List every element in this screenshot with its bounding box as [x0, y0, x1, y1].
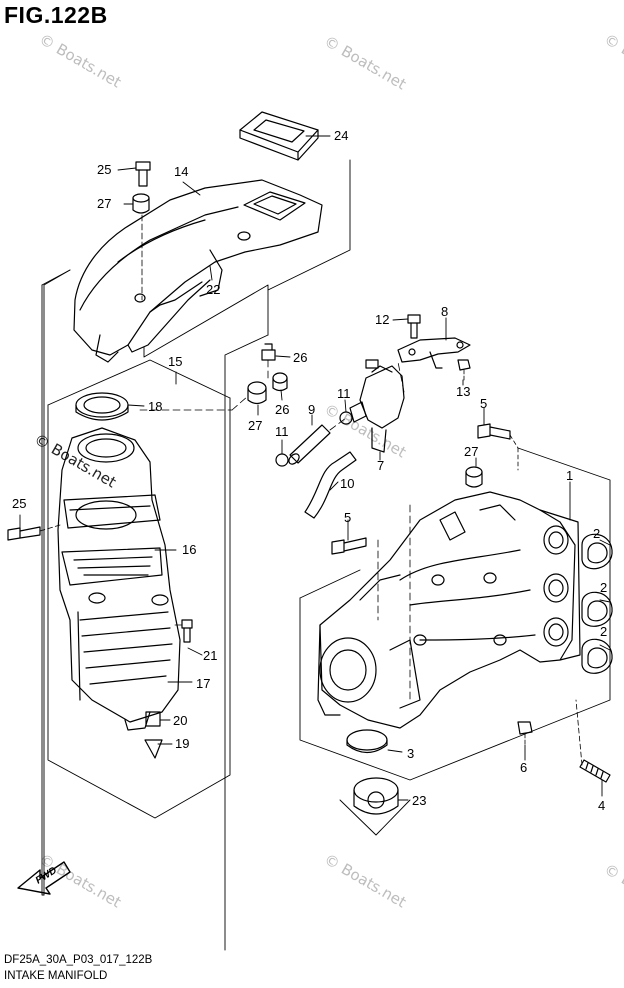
callout-7: 7	[377, 458, 384, 473]
callout-1: 1	[566, 468, 573, 483]
part-19-cap	[144, 739, 163, 759]
callout-10: 10	[340, 476, 354, 491]
callout-20: 20	[173, 713, 187, 728]
part-15-airbox	[57, 427, 181, 731]
callout-24: 24	[334, 128, 348, 143]
callout-16: 16	[182, 542, 196, 557]
part-6-nut	[517, 721, 533, 735]
callout-23: 23	[412, 793, 426, 808]
part-2-gasket-middle	[581, 591, 613, 627]
part-23-cap	[353, 777, 399, 815]
part-8-bracket	[397, 337, 471, 369]
callout-labels: 24 25 14 27 22 8 12 26 15 13 11 26 18 9 …	[12, 128, 607, 813]
figure-title: FIG.122B	[4, 2, 108, 28]
callout-2: 2	[593, 526, 600, 541]
callout-13: 13	[456, 384, 470, 399]
part-18-seal-ring	[75, 392, 129, 421]
callout-2: 2	[600, 624, 607, 639]
part-27-grommet-right	[465, 466, 483, 488]
figure-code: DF25A_30A_P03_017_122B	[4, 954, 153, 966]
part-20-clip	[145, 711, 161, 727]
part-7-valve	[349, 359, 405, 453]
leader-lines	[19, 135, 611, 801]
callout-11: 11	[275, 424, 289, 439]
callout-17: 17	[196, 676, 210, 691]
callout-4: 4	[598, 798, 605, 813]
callout-27: 27	[97, 196, 111, 211]
callout-9: 9	[308, 402, 315, 417]
callout-25: 25	[12, 496, 26, 511]
part-5-bolt-right	[477, 423, 511, 440]
part-4-stud	[579, 759, 611, 783]
part-27-grommet-top	[132, 193, 150, 214]
part-14-upper-duct	[73, 179, 323, 363]
callout-26: 26	[293, 350, 307, 365]
part-12-bolt	[407, 314, 421, 339]
group-frame-airbox	[47, 359, 231, 819]
group-frame-left	[41, 159, 351, 951]
part-11-clip-lower	[275, 453, 289, 467]
callout-27: 27	[464, 444, 478, 459]
callout-27: 27	[248, 418, 262, 433]
part-5-bolt-left	[331, 537, 367, 555]
part-24-gasket	[239, 111, 319, 161]
callout-14: 14	[174, 164, 188, 179]
part-26-grommet-middle	[272, 372, 288, 392]
callout-3: 3	[407, 746, 414, 761]
part-26-grommet-upper	[261, 343, 276, 361]
group-frame-manifold	[299, 447, 611, 781]
callout-5: 5	[344, 510, 351, 525]
callout-18: 18	[148, 399, 162, 414]
part-2-gasket-bottom	[581, 638, 613, 674]
callout-12: 12	[375, 312, 389, 327]
part-21-screw	[181, 619, 193, 643]
callout-19: 19	[175, 736, 189, 751]
callout-22: 22	[206, 282, 220, 297]
part-13-nut	[457, 359, 471, 371]
part-1-intake-manifold	[317, 491, 581, 729]
assembly-lines	[139, 359, 411, 701]
part-3-gasket-ring	[346, 729, 388, 754]
part-10-hose	[304, 451, 357, 519]
figure-name: INTAKE MANIFOLD	[4, 970, 108, 982]
part-25-bolt-top	[135, 161, 151, 187]
part-27-grommet-middle	[247, 381, 267, 405]
callout-5: 5	[480, 396, 487, 411]
callout-2: 2	[600, 580, 607, 595]
part-25-bolt-side	[7, 526, 41, 541]
callout-11: 11	[337, 386, 351, 401]
callout-6: 6	[520, 760, 527, 775]
callout-25: 25	[97, 162, 111, 177]
part-9-hose	[288, 424, 331, 465]
callout-8: 8	[441, 304, 448, 319]
part-2-gasket-top	[581, 533, 613, 570]
part-11-clip-upper	[339, 411, 353, 425]
callout-15: 15	[168, 354, 182, 369]
callout-26: 26	[275, 402, 289, 417]
callout-21: 21	[203, 648, 217, 663]
